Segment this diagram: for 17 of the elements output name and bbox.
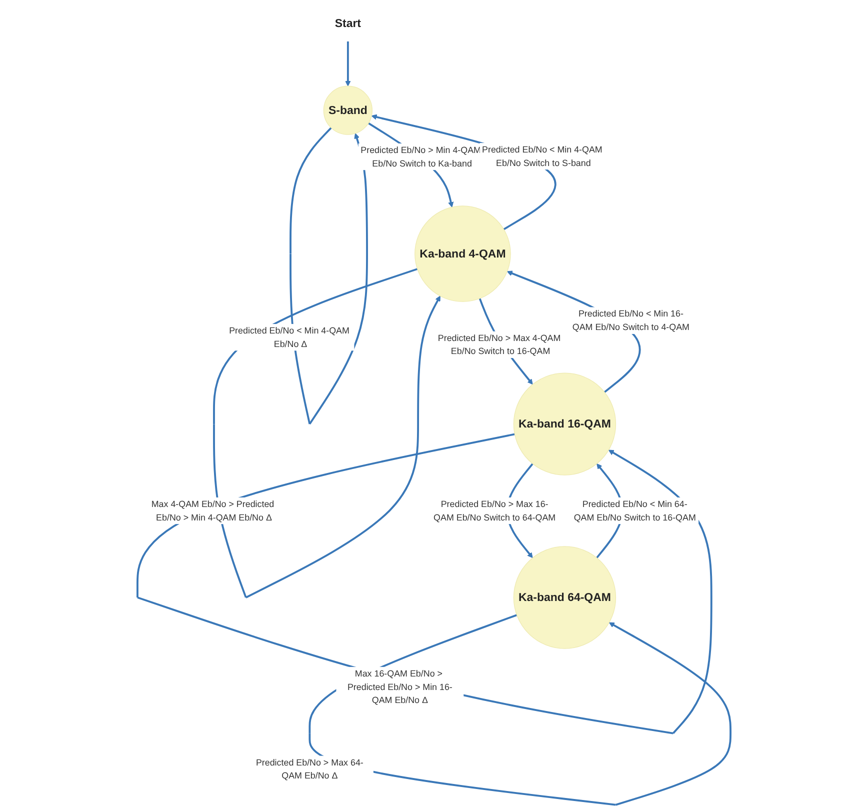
node-circle: Ka-band 16-QAM [513,372,616,476]
edge-label: Predicted Eb/No < Min 16-QAM Eb/No Switch to 4-QAM [572,308,690,332]
arrow [345,41,351,86]
edge-label: Predicted Eb/No > Max 64-QAM Eb/No Δ [256,756,364,781]
edge-label: Predicted Eb/No < Min 64-QAM Eb/No Switch to 16-QAM [574,498,696,522]
edge-label: Predicted Eb/No < Min 4-QAM Eb/No Δ [229,325,350,349]
edge-label: Predicted Eb/No > Min 4-QAM Eb/No Switch to Ka-band [360,144,481,168]
edge-label: Predicted Eb/No > Max 16-QAM Eb/No Switch to 64-QAM [434,498,556,522]
node-circle: Ka-band 4-QAM [414,206,511,302]
node-circle: S-band [323,86,372,135]
arrow [136,433,712,734]
node-text: Start [334,16,362,30]
node-circle: Ka-band 64-QAM [513,546,616,649]
edge-label: Predicted Eb/No < Min 4-QAM Eb/No Switch to S-band [482,144,602,168]
edge-label: Max 16-QAM Eb/No > Predicted Eb/No > Min 16-QAM Eb/No Δ [347,668,452,706]
edge-label: Max 4-QAM Eb/No > Predicted Eb/No > Min 4-QAM Eb/No Δ [151,498,274,522]
edge-label: Predicted Eb/No > Max 4-QAM Eb/No Switch to 16-QAM [438,332,561,356]
